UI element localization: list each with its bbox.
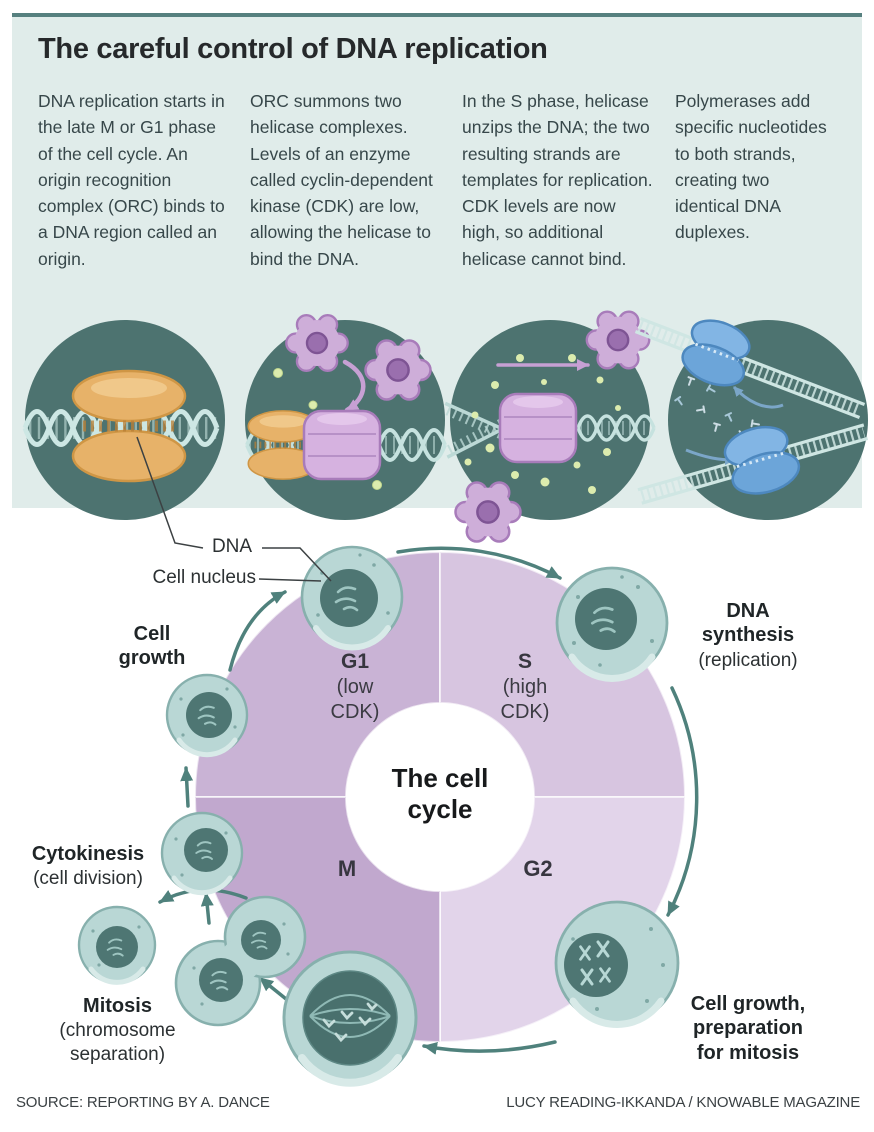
phase-label-m: M bbox=[337, 856, 357, 881]
arrow-division-to-daughter-top bbox=[200, 891, 214, 925]
stage-label-cytokinesis-sub: (cell division) bbox=[33, 868, 143, 890]
replication-direction-arrow-upper bbox=[732, 385, 784, 409]
intro-col-4: Polymerases add specific nucleotides to … bbox=[675, 91, 827, 243]
helicase-binding-arrow bbox=[342, 359, 366, 413]
cycle-center-disc bbox=[346, 703, 534, 891]
stage3-helicase-unzips-illustration bbox=[440, 310, 656, 543]
nucleus-callout-line bbox=[258, 578, 322, 582]
mitotic-spindle-icon bbox=[302, 970, 398, 1066]
dna-callout-label: DNA bbox=[211, 536, 253, 557]
phase-s-name: S bbox=[517, 650, 532, 673]
polymerase-icon-upper bbox=[681, 319, 751, 387]
dna-duplex-upper bbox=[634, 316, 866, 420]
dna-helix-icon bbox=[22, 409, 220, 447]
stage-label-mitosis: Mitosis (chromosome separation) bbox=[30, 994, 205, 1066]
intro-columns: DNA replication starts in the late M or … bbox=[38, 88, 838, 272]
arrow-g1-to-s bbox=[396, 546, 562, 580]
artist-credit: LUCY READING-IKKANDA / KNOWABLE MAGAZINE bbox=[506, 1094, 860, 1111]
intro-col-1: DNA replication starts in the late M or … bbox=[38, 91, 225, 269]
phase-g1-cdk: (low CDK) bbox=[330, 676, 380, 723]
stage1-orc-binds-origin-illustration bbox=[22, 320, 225, 520]
stage4-polymerase-illustration bbox=[634, 316, 869, 520]
intro-col-2: ORC summons two helicase complexes. Leve… bbox=[250, 91, 433, 269]
arrow-growth-to-g1 bbox=[228, 590, 287, 672]
dna-to-nucleus-line bbox=[262, 547, 332, 582]
cell-nucleus-callout-label: Cell nucleus bbox=[152, 567, 257, 588]
phase-label-g1: G1 (low CDK) bbox=[300, 650, 410, 724]
stage-label-cytokinesis-main: Cytokinesis bbox=[31, 843, 145, 865]
cell-daughter-top bbox=[160, 811, 244, 896]
intro-col-3: In the S phase, helicase unzips the DNA;… bbox=[462, 91, 653, 269]
stage-label-mitosis-sub: (chromosome separation) bbox=[59, 1020, 176, 1065]
cell-g1-top bbox=[300, 545, 404, 651]
cell-growth-small bbox=[165, 673, 249, 758]
arrow-g2-to-m bbox=[422, 1040, 557, 1055]
callout-lines bbox=[136, 436, 332, 582]
phase-label-g2: G2 bbox=[523, 856, 553, 881]
stage-label-g2-growth: Cell growth, preparation for mitosis bbox=[690, 993, 806, 1064]
phase-g1-name: G1 bbox=[340, 650, 369, 673]
arrow-daughter-to-growth bbox=[180, 766, 194, 808]
dna-helix-icon bbox=[576, 414, 656, 442]
cell-nucleus-icon bbox=[564, 933, 628, 997]
stage-label-cytokinesis: Cytokinesis (cell division) bbox=[8, 842, 168, 891]
stage2-helicase-binds-illustration bbox=[240, 313, 447, 520]
cell-g2-chromosomes bbox=[554, 900, 680, 1028]
cell-mitosis-spindle bbox=[282, 950, 418, 1087]
arrow-s-to-g2 bbox=[666, 686, 699, 917]
dna-callout-line bbox=[136, 436, 204, 549]
page-title: The careful control of DNA replication bbox=[38, 33, 548, 65]
phase-s-cdk: (high CDK) bbox=[500, 676, 550, 723]
cdk-dots bbox=[273, 368, 382, 490]
cycle-center-title: The cell cycle bbox=[391, 763, 489, 824]
stage-label-cell-growth: Cell growth bbox=[118, 623, 186, 670]
stage-label-mitosis-main: Mitosis bbox=[83, 995, 152, 1017]
cell-s-phase bbox=[555, 566, 669, 682]
stage-label-dna-synthesis-sub: (replication) bbox=[698, 649, 798, 671]
stage-label-dna-synthesis-main: DNA synthesis bbox=[701, 600, 795, 647]
cycle-arrows bbox=[158, 546, 699, 1055]
cycle-cells bbox=[77, 545, 680, 1087]
cell-dividing bbox=[174, 895, 307, 1027]
source-credit: SOURCE: REPORTING BY A. DANCE bbox=[16, 1094, 270, 1111]
stage-label-dna-synthesis: DNA synthesis (replication) bbox=[692, 599, 804, 672]
chromosomes bbox=[322, 1002, 378, 1043]
phase-label-s: S (high CDK) bbox=[470, 650, 580, 724]
polymerase-icon-lower bbox=[723, 425, 801, 495]
cell-daughter-left bbox=[77, 905, 157, 985]
